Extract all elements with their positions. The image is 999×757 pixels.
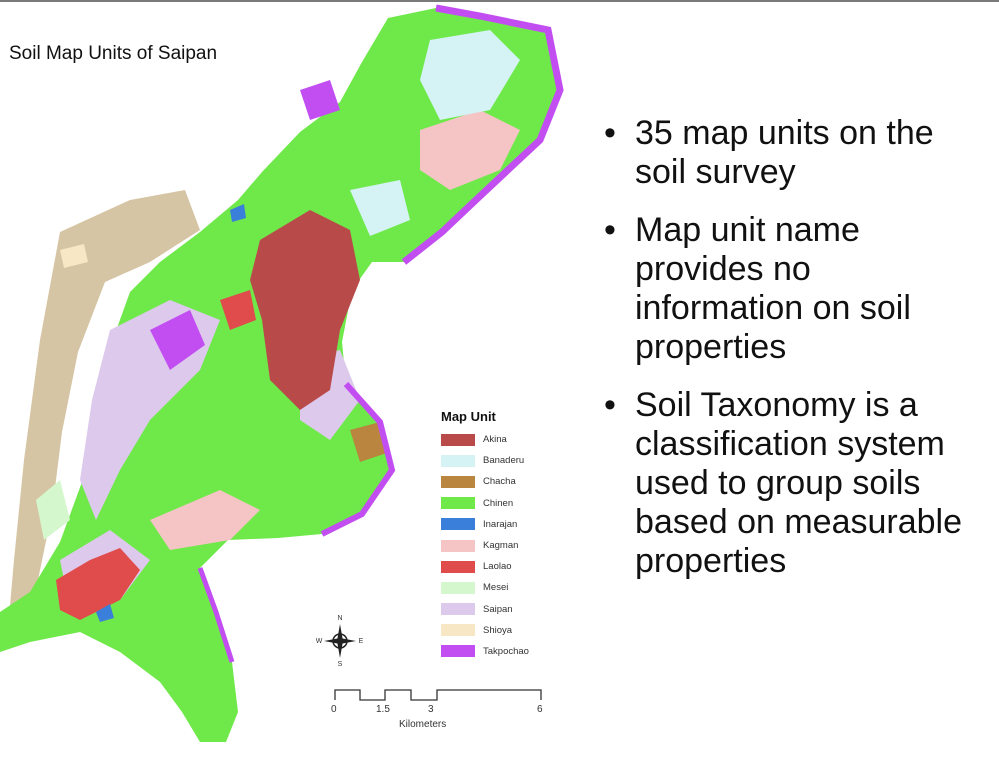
top-rule	[0, 0, 999, 2]
compass-rose-icon: N S W E	[316, 615, 364, 668]
scale-units-label: Kilometers	[399, 719, 447, 730]
legend-swatch	[441, 539, 475, 552]
legend-label: Saipan	[483, 603, 513, 615]
legend-label: Banaderu	[483, 455, 525, 467]
map-region-banaderu	[420, 30, 520, 120]
legend-item: Shioya	[441, 620, 561, 641]
map-region-takpochao	[401, 4, 564, 265]
map-region-kagman-2	[150, 490, 260, 550]
legend-swatch	[441, 560, 475, 573]
legend-item: Inarajan	[441, 514, 561, 535]
map-region-inarajan	[230, 204, 246, 222]
legend-swatch	[441, 581, 475, 594]
legend-label: Takpochao	[483, 645, 529, 657]
legend-label: Kagman	[483, 540, 519, 552]
bullet-dot-icon: •	[604, 211, 616, 249]
map-region-inarajan-2	[96, 604, 114, 622]
scale-bar: 0 1.5 3 6 Kilometers	[331, 686, 548, 756]
scale-bar-graphic	[334, 689, 542, 701]
saipan-island-map	[0, 4, 564, 742]
legend-title: Map Unit	[441, 409, 496, 424]
legend-label: Mesei	[483, 582, 509, 594]
legend-swatch	[441, 518, 475, 531]
bullet-list: • 35 map units on the soil survey • Map …	[598, 114, 988, 600]
legend-item: Laolao	[441, 556, 561, 577]
legend-item: Banaderu	[441, 450, 561, 471]
legend-label: Laolao	[483, 561, 512, 573]
legend-swatch	[441, 624, 475, 637]
legend-item: Mesei	[441, 577, 561, 598]
bullet-text: Soil Taxonomy is a classification system…	[635, 386, 963, 580]
map-region-mesei	[36, 480, 70, 540]
bullet-item: • Map unit name provides no information …	[598, 211, 988, 367]
legend-label: Chinen	[483, 497, 514, 509]
bullet-text: 35 map units on the soil survey	[635, 114, 934, 191]
legend-swatch	[441, 475, 475, 488]
legend-item: Saipan	[441, 599, 561, 620]
legend-item: Chacha	[441, 471, 561, 492]
legend-swatch	[441, 603, 475, 616]
scale-tick-0: 0	[331, 704, 337, 715]
map-region-laolao	[56, 548, 140, 620]
legend-label: Chacha	[483, 476, 516, 488]
map-region-takpochao-4	[150, 310, 205, 370]
legend-item: Takpochao	[441, 641, 561, 662]
map-region-shioya-2	[60, 244, 88, 268]
compass-north-label: N	[337, 615, 342, 622]
compass-south-label: S	[338, 661, 343, 668]
scale-tick-1: 1.5	[376, 704, 390, 715]
map-region-banaderu-2	[350, 180, 410, 236]
map-region-akina	[250, 210, 360, 410]
bullet-item: • Soil Taxonomy is a classification syst…	[598, 386, 988, 581]
compass-east-label: E	[359, 638, 364, 645]
map-region-takpochao-3	[197, 567, 235, 663]
bullet-text: Map unit name provides no information on…	[635, 211, 911, 366]
bullet-dot-icon: •	[604, 386, 616, 424]
bullet-item: • 35 map units on the soil survey	[598, 114, 988, 192]
legend-item: Akina	[441, 429, 561, 450]
map-region-kagman	[420, 110, 520, 190]
legend-swatch	[441, 645, 475, 658]
legend-label: Inarajan	[483, 518, 518, 530]
bullet-dot-icon: •	[604, 114, 616, 152]
compass-west-label: W	[316, 638, 323, 645]
map-title: Soil Map Units of Saipan	[9, 43, 218, 64]
scale-tick-3: 6	[537, 704, 543, 715]
legend-swatch	[441, 454, 475, 467]
map-region-takpochao-2	[320, 381, 396, 537]
scale-tick-2: 3	[428, 704, 434, 715]
map-region-laolao-2	[220, 290, 256, 330]
legend-item: Kagman	[441, 535, 561, 556]
legend-label: Shioya	[483, 624, 513, 636]
map-region-shioya	[8, 190, 200, 632]
legend-label: Akina	[483, 434, 507, 446]
legend-swatch	[441, 497, 475, 510]
legend-swatch	[441, 433, 475, 446]
map-region-takpochao-5	[300, 80, 340, 120]
legend-item: Chinen	[441, 493, 561, 514]
